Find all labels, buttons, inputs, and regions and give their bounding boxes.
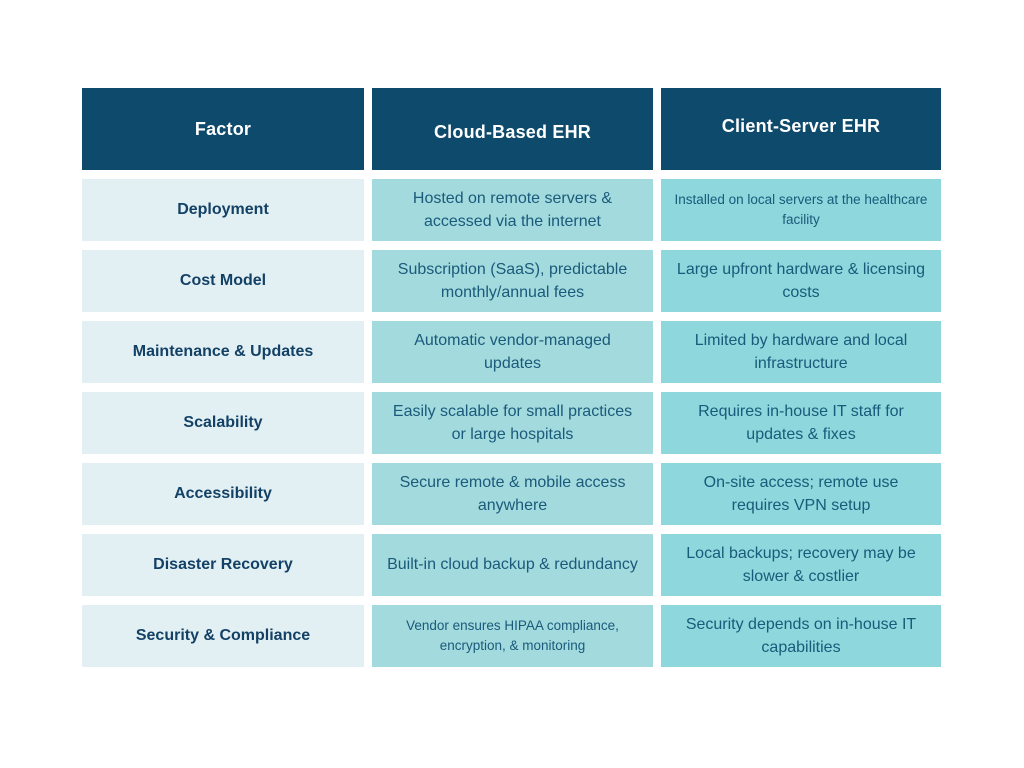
- cloud-cell-maintenance-updates: Automatic vendor-managed updates: [372, 321, 653, 383]
- column-header-client-server-ehr: Client-Server EHR: [661, 88, 941, 170]
- factor-cell-disaster-recovery: Disaster Recovery: [82, 534, 364, 596]
- client-cell-cost-model: Large upfront hardware & licensing costs: [661, 250, 941, 312]
- factor-cell-deployment: Deployment: [82, 179, 364, 241]
- cloud-cell-deployment: Hosted on remote servers & accessed via …: [372, 179, 653, 241]
- cloud-cell-disaster-recovery: Built-in cloud backup & redundancy: [372, 534, 653, 596]
- column-header-factor: Factor: [82, 88, 364, 170]
- client-cell-scalability: Requires in-house IT staff for updates &…: [661, 392, 941, 454]
- client-cell-security-compliance: Security depends on in-house IT capabili…: [661, 605, 941, 667]
- factor-cell-accessibility: Accessibility: [82, 463, 364, 525]
- factor-cell-maintenance-updates: Maintenance & Updates: [82, 321, 364, 383]
- factor-cell-cost-model: Cost Model: [82, 250, 364, 312]
- cloud-cell-scalability: Easily scalable for small practices or l…: [372, 392, 653, 454]
- client-cell-maintenance-updates: Limited by hardware and local infrastruc…: [661, 321, 941, 383]
- factor-cell-scalability: Scalability: [82, 392, 364, 454]
- client-cell-accessibility: On-site access; remote use requires VPN …: [661, 463, 941, 525]
- factor-cell-security-compliance: Security & Compliance: [82, 605, 364, 667]
- cloud-cell-cost-model: Subscription (SaaS), predictable monthly…: [372, 250, 653, 312]
- client-cell-disaster-recovery: Local backups; recovery may be slower & …: [661, 534, 941, 596]
- ehr-comparison-table: Factor Cloud-Based EHR Client-Server EHR…: [82, 88, 941, 667]
- cloud-cell-accessibility: Secure remote & mobile access anywhere: [372, 463, 653, 525]
- client-cell-deployment: Installed on local servers at the health…: [661, 179, 941, 241]
- cloud-cell-security-compliance: Vendor ensures HIPAA compliance, encrypt…: [372, 605, 653, 667]
- column-header-cloud-based-ehr: Cloud-Based EHR: [372, 88, 653, 170]
